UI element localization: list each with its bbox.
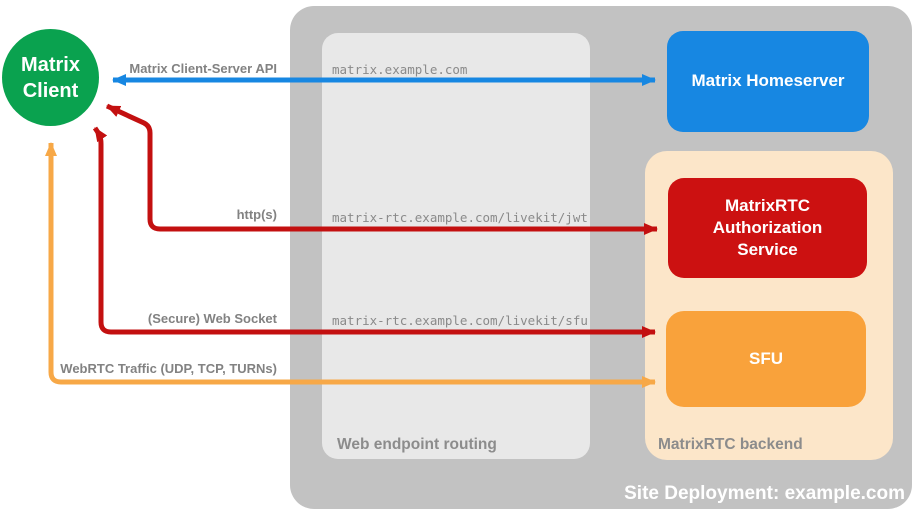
- endpoint-url-livekit-sfu: matrix-rtc.example.com/livekit/sfu: [332, 313, 588, 328]
- matrixrtc-auth-service-label: MatrixRTC Authorization Service: [712, 195, 823, 260]
- matrix-client-label: Matrix Client: [21, 53, 80, 102]
- site-deployment-caption: Site Deployment: example.com: [624, 483, 905, 504]
- matrixrtc-auth-service-node: MatrixRTC Authorization Service: [668, 178, 867, 278]
- matrix-homeserver-node: Matrix Homeserver: [667, 31, 869, 132]
- matrixrtc-backend-caption: MatrixRTC backend: [658, 436, 803, 453]
- webrtc-arrow-label: WebRTC Traffic (UDP, TCP, TURNs): [60, 361, 277, 376]
- matrix-client-node: Matrix Client: [2, 29, 99, 126]
- https-arrow-label: http(s): [236, 207, 277, 222]
- websocket-arrow-label: (Secure) Web Socket: [147, 311, 277, 326]
- endpoint-url-livekit-jwt: matrix-rtc.example.com/livekit/jwt: [332, 210, 588, 225]
- sfu-node: SFU: [666, 311, 866, 407]
- matrix-homeserver-label: Matrix Homeserver: [691, 71, 845, 91]
- sfu-label: SFU: [749, 348, 783, 368]
- client-server-api-arrow-label: Matrix Client-Server API: [129, 61, 277, 76]
- endpoint-url-homeserver: matrix.example.com: [332, 62, 468, 77]
- web-endpoint-routing-caption: Web endpoint routing: [337, 436, 497, 453]
- web-endpoint-routing-box: [322, 33, 590, 459]
